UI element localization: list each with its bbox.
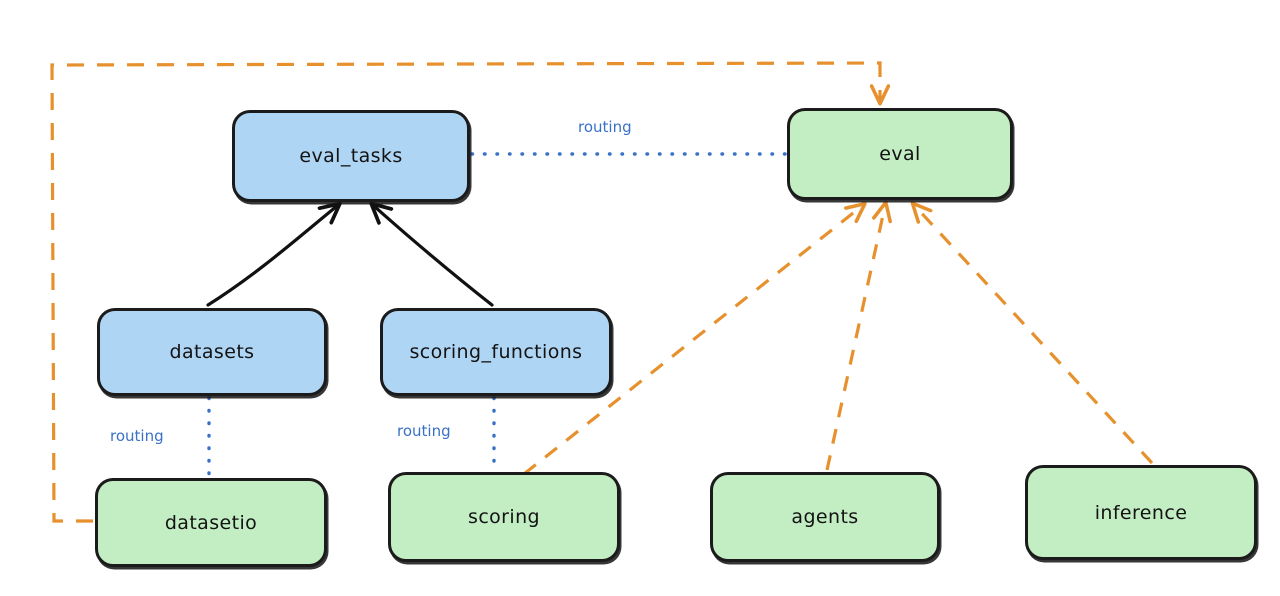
node-label-scoring-functions: scoring_functions bbox=[409, 341, 583, 363]
edge-inference-to-eval-dashed bbox=[910, 201, 1154, 465]
node-scoring[interactable]: scoring bbox=[388, 472, 620, 562]
node-label-eval: eval bbox=[879, 143, 921, 165]
edge-scoring-to-eval-dashed bbox=[523, 201, 867, 476]
edge-datasets-to-eval-tasks bbox=[206, 201, 342, 307]
node-eval-tasks[interactable]: eval_tasks bbox=[232, 110, 470, 202]
node-scoring-functions[interactable]: scoring_functions bbox=[380, 308, 612, 396]
node-label-datasetio: datasetio bbox=[164, 511, 258, 534]
node-label-scoring: scoring bbox=[468, 506, 540, 528]
node-eval[interactable]: eval bbox=[787, 108, 1013, 200]
edge-datasetio-to-eval-dashed bbox=[50, 61, 891, 523]
edge-label-routing-top: routing bbox=[578, 118, 632, 136]
edge-agents-to-eval-dashed bbox=[825, 200, 892, 471]
node-label-datasets: datasets bbox=[169, 341, 255, 363]
node-label-agents: agents bbox=[791, 506, 859, 528]
node-agents[interactable]: agents bbox=[710, 472, 940, 562]
edge-scoring-functions-to-eval-tasks bbox=[369, 201, 494, 307]
node-inference[interactable]: inference bbox=[1025, 465, 1257, 560]
edge-label-routing-left: routing bbox=[110, 427, 164, 445]
node-datasetio[interactable]: datasetio bbox=[95, 478, 327, 567]
edge-label-routing-middle: routing bbox=[397, 422, 451, 440]
node-label-eval-tasks: eval_tasks bbox=[299, 145, 403, 167]
node-label-inference: inference bbox=[1094, 501, 1188, 524]
node-datasets[interactable]: datasets bbox=[97, 308, 327, 396]
